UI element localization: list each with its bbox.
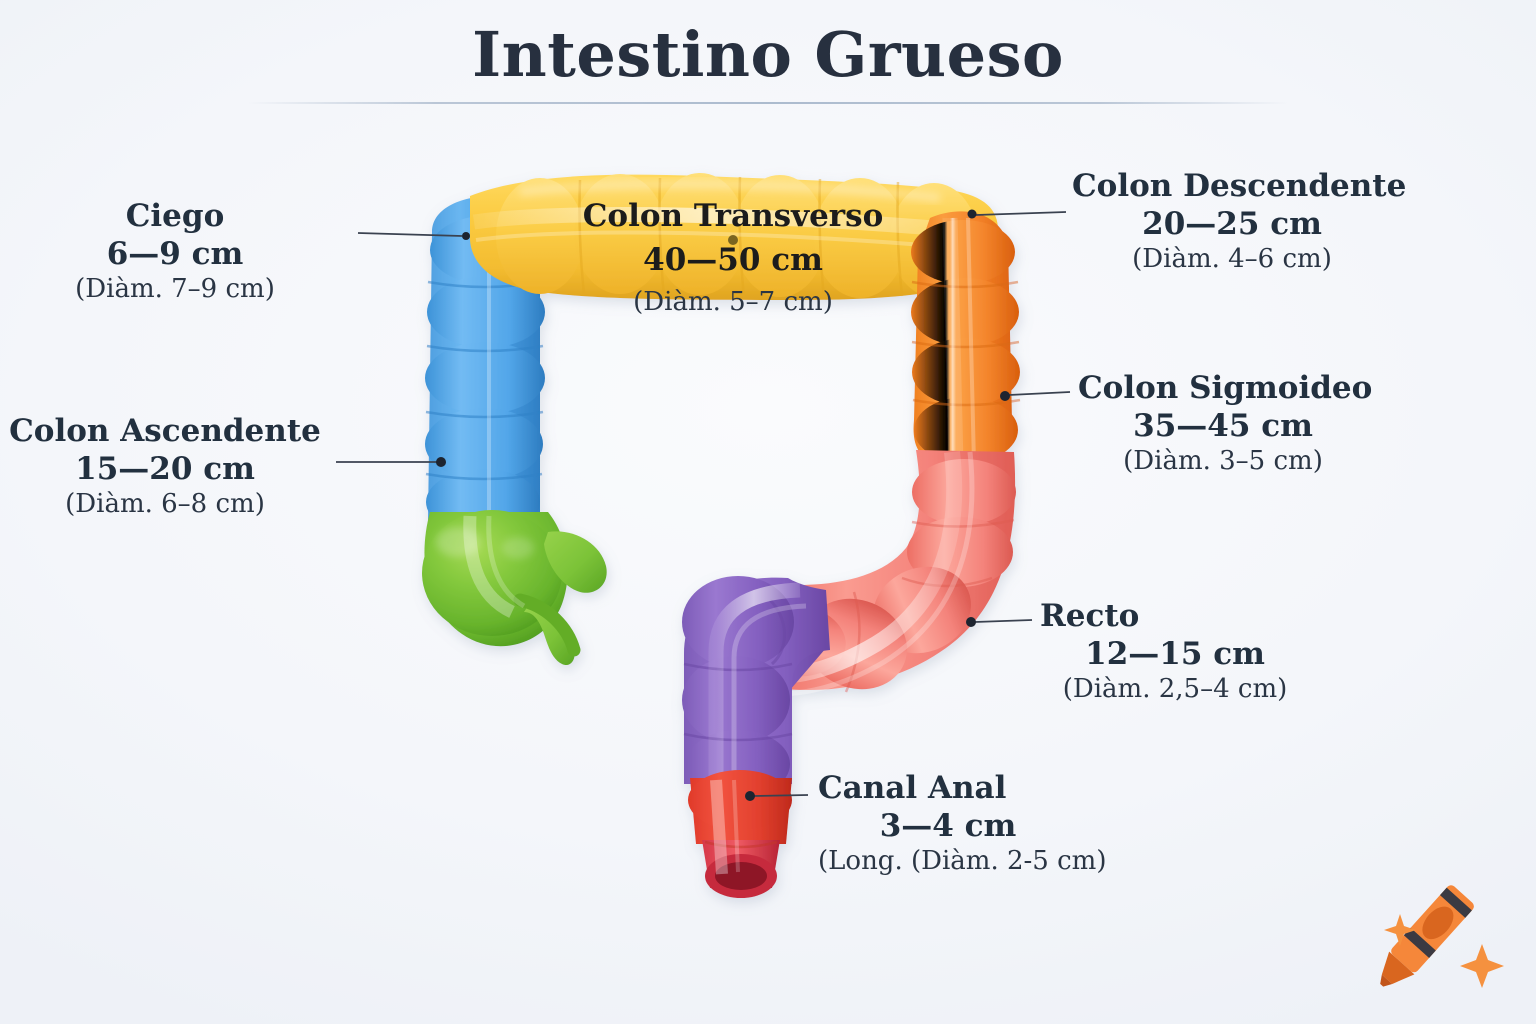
- dot-colon-ascendente: [436, 457, 446, 467]
- dot-colon-descendente: [967, 209, 977, 219]
- label-ciego-name: Ciego: [125, 198, 225, 234]
- colon-descendente-shape: [911, 211, 1021, 465]
- label-colon-ascendente[interactable]: Colon Ascendente 15—20 cm (Diàm. 6–8 cm): [0, 413, 330, 520]
- page-title: Intestino Grueso: [472, 18, 1064, 91]
- label-ciego-diameter: (Diàm. 7–9 cm): [75, 274, 275, 305]
- sparkle-icon-large: [1460, 944, 1504, 988]
- colon-sigmoideo-shape: [682, 576, 830, 798]
- dot-canal-anal: [745, 791, 755, 801]
- label-colon-ascendente-diameter: (Diàm. 6–8 cm): [65, 489, 265, 520]
- label-colon-transverso-diameter: (Diàm. 5–7 cm): [633, 287, 833, 318]
- label-colon-sigmoideo-name: Colon Sigmoideo: [1078, 370, 1373, 406]
- leader-colon-sigmoideo: [1008, 391, 1071, 396]
- label-colon-descendente[interactable]: Colon Descendente 20—25 cm (Diàm. 4–6 cm…: [1072, 168, 1407, 275]
- leader-colon-descendente: [975, 211, 1067, 216]
- label-colon-sigmoideo-length: 35—45 cm: [1133, 408, 1313, 445]
- crayon-tip-point: [1380, 974, 1393, 987]
- label-recto-diameter: (Diàm. 2,5–4 cm): [1062, 674, 1288, 705]
- label-ciego[interactable]: Ciego 6—9 cm (Diàm. 7–9 cm): [0, 198, 350, 305]
- label-recto-name: Recto: [1040, 598, 1140, 634]
- dot-ciego: [462, 232, 470, 240]
- label-colon-transverso-length: 40—50 cm: [643, 242, 823, 279]
- label-canal-anal-diameter: (Long. (Diàm. 2-5 cm): [818, 846, 1107, 877]
- ciego-shape: [422, 510, 607, 666]
- label-ciego-length: 6—9 cm: [106, 236, 244, 273]
- label-colon-sigmoideo-diameter: (Diàm. 3–5 cm): [1123, 446, 1323, 477]
- label-colon-descendente-length: 20—25 cm: [1142, 206, 1322, 243]
- label-colon-ascendente-length: 15—20 cm: [75, 451, 255, 488]
- label-canal-anal-length: 3—4 cm: [879, 808, 1017, 845]
- title-divider: [248, 102, 1288, 104]
- label-colon-descendente-name: Colon Descendente: [1072, 168, 1407, 204]
- crayon-logo[interactable]: [1378, 878, 1518, 1008]
- crayon-label-oval: [1422, 906, 1454, 940]
- dot-colon-transverso: [728, 235, 738, 245]
- dot-colon-sigmoideo: [1000, 391, 1010, 401]
- label-canal-anal[interactable]: Canal Anal 3—4 cm (Long. (Diàm. 2-5 cm): [818, 770, 1107, 877]
- label-colon-transverso[interactable]: Colon Transverso 40—50 cm (Diàm. 5–7 cm): [574, 198, 892, 318]
- label-colon-descendente-diameter: (Diàm. 4–6 cm): [1132, 244, 1332, 275]
- leader-dots: [436, 209, 1010, 801]
- leader-recto: [974, 619, 1033, 623]
- label-colon-sigmoideo[interactable]: Colon Sigmoideo 35—45 cm (Diàm. 3–5 cm): [1078, 370, 1373, 477]
- canal-anal-shape: [688, 770, 792, 898]
- leader-lines: [336, 211, 1071, 797]
- label-canal-anal-name: Canal Anal: [818, 770, 1007, 806]
- leader-canal-anal: [753, 794, 809, 797]
- crayon-tip: [1381, 951, 1415, 984]
- dot-recto: [966, 617, 976, 627]
- leader-ciego: [357, 232, 463, 237]
- label-colon-transverso-name: Colon Transverso: [582, 198, 884, 234]
- crayon-band-bottom: [1403, 927, 1436, 958]
- label-recto[interactable]: Recto 12—15 cm (Diàm. 2,5–4 cm): [1040, 598, 1310, 705]
- crayon-band-top: [1439, 887, 1472, 918]
- label-colon-ascendente-name: Colon Ascendente: [9, 413, 321, 449]
- sparkle-icon-small: [1384, 914, 1416, 946]
- label-recto-length: 12—15 cm: [1085, 636, 1265, 673]
